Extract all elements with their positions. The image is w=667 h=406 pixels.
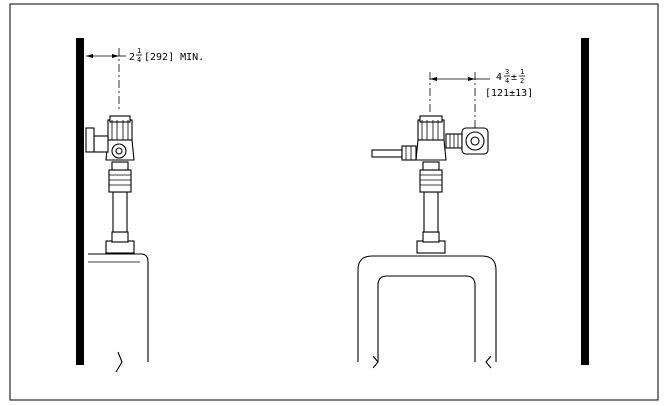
right-dim-plusminus: ± (511, 72, 517, 83)
right-flush-valve (371, 115, 489, 254)
left-dim-numerator: 1 (137, 47, 141, 55)
right-view: 4 3 4 ± 1 2 [121±13] (357, 38, 589, 369)
right-dim-numerator-b: 1 (520, 68, 524, 76)
left-fixture (88, 253, 149, 373)
right-dimension: 4 3 4 ± 1 2 [121±13] (429, 68, 533, 128)
right-dim-denominator-b: 2 (520, 77, 524, 85)
right-dim-metric: [121±13] (485, 88, 533, 99)
right-dim-denominator-a: 4 (505, 77, 509, 85)
left-dimension: 2 1 4 [292] MIN. (86, 47, 204, 112)
right-dim-whole: 4 (496, 72, 502, 83)
right-fixture (357, 255, 497, 369)
left-flush-valve (85, 115, 135, 254)
left-dim-whole: 2 (129, 52, 135, 63)
left-dim-denominator: 4 (137, 56, 141, 64)
right-dim-numerator-a: 3 (505, 68, 509, 76)
right-wall (581, 38, 589, 365)
drawing-border (9, 3, 659, 401)
left-view: 2 1 4 [292] MIN. (76, 38, 204, 373)
left-dim-label: [292] MIN. (144, 52, 204, 63)
left-wall (76, 38, 84, 365)
